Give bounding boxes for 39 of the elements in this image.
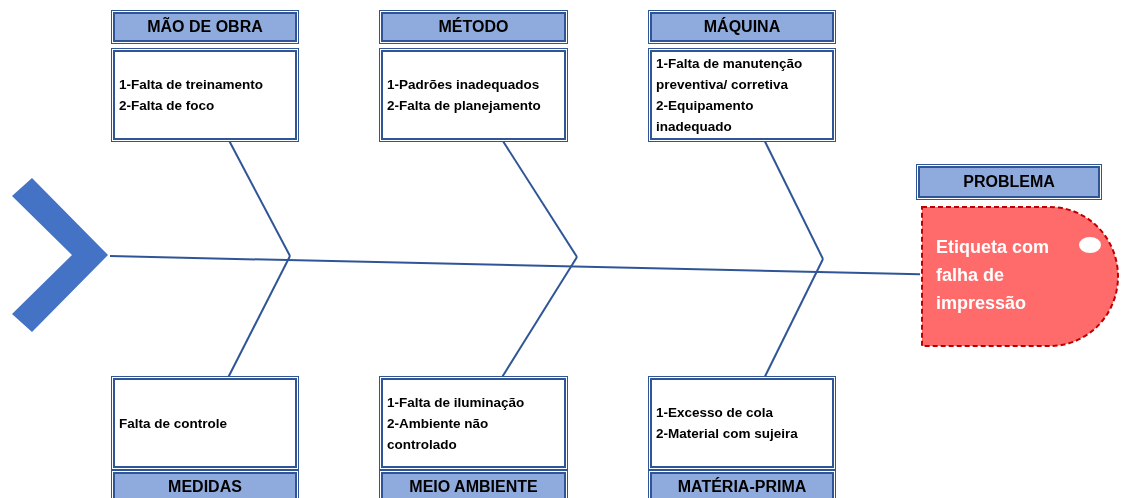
header-box	[918, 166, 1100, 198]
cause-box	[381, 378, 566, 468]
bone-line	[763, 139, 824, 260]
cause-box	[113, 50, 297, 140]
cause-text: 2-Equipamento inadequado	[656, 97, 755, 136]
cause-text: 1-Padrões inadequados	[387, 76, 541, 94]
category-label: MEIO AMBIENTE	[409, 478, 538, 496]
header-box	[381, 472, 566, 498]
spine-line	[109, 255, 921, 276]
cause-text: 2-Material com sujeira	[656, 425, 799, 443]
header-box	[650, 472, 834, 498]
header-box	[113, 12, 297, 42]
bone-line	[227, 139, 291, 257]
cause-box	[650, 378, 834, 468]
category-label: MÃO DE OBRA	[147, 18, 263, 36]
cause-text: 1-Excesso de cola	[656, 404, 775, 422]
bone-line	[501, 139, 578, 258]
problem-text: Etiqueta com falha de impressão	[936, 236, 1051, 315]
header-box	[650, 12, 834, 42]
bone-line	[500, 256, 578, 379]
header-box	[381, 12, 566, 42]
category-label: MEDIDAS	[168, 478, 242, 496]
cause-text: 2-Ambiente não controlado	[387, 414, 490, 454]
category-label: MÉTODO	[438, 18, 509, 36]
header-box	[113, 472, 297, 498]
category-label: MATÉRIA-PRIMA	[677, 478, 807, 496]
cause-box	[650, 50, 834, 140]
category-label: PROBLEMA	[963, 173, 1055, 191]
cause-text: 1-Falta de iluminação	[387, 393, 526, 412]
bone-line	[763, 258, 824, 379]
category-label: MÁQUINA	[703, 18, 781, 36]
bone-line	[226, 255, 291, 379]
cause-text: Falta de controle	[119, 414, 229, 433]
cause-text: 1-Falta de treinamento	[119, 76, 265, 94]
cause-box	[113, 378, 297, 468]
cause-text: 2-Falta de foco	[119, 97, 216, 115]
cause-text: 1-Falta de manutenção preventiva/ corretiva	[656, 55, 804, 94]
cause-box	[381, 50, 566, 140]
cause-text: 2-Falta de planejamento	[387, 97, 542, 115]
